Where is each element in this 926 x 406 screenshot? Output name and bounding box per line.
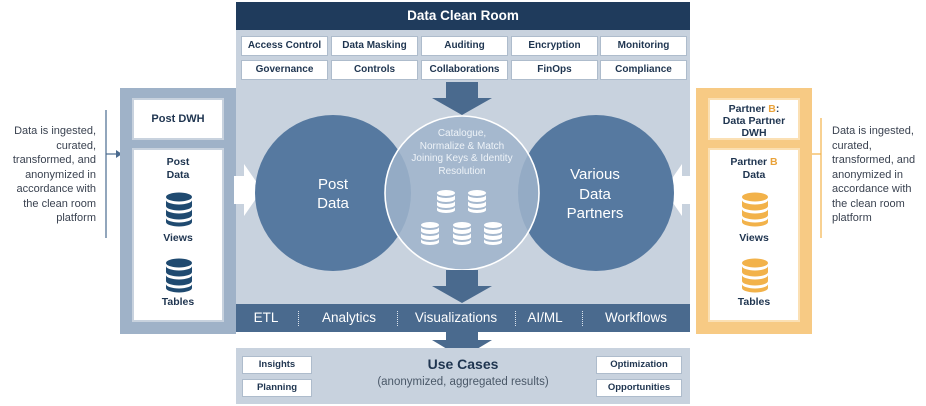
partner-title-accent: B: [768, 103, 776, 115]
post-data-label-1: Post: [166, 156, 190, 168]
note-line: anonymized in: [832, 168, 903, 181]
tool-separator: [515, 311, 516, 326]
partner-b-data-panel: Partner B Data Views Tables: [708, 148, 800, 322]
post-data-circle-label: Post Data: [283, 175, 383, 213]
note-line: anonymized in: [25, 168, 96, 181]
tag-governance: Governance: [241, 60, 328, 80]
partner-data-label-2: Data: [742, 169, 766, 181]
tool-separator: [582, 311, 583, 326]
post-dwh-title-prefix: Post: [151, 113, 179, 125]
note-line: the clean room: [832, 197, 905, 210]
database-icon: [437, 190, 455, 213]
partner-data-prefix: Partner: [730, 156, 771, 168]
tag-monitoring: Monitoring: [600, 36, 687, 56]
note-line: curated,: [56, 139, 96, 152]
partners-circle-label: Various Data Partners: [540, 165, 650, 224]
tag-controls: Controls: [331, 60, 418, 80]
use-case-optimization: Optimization: [596, 356, 682, 374]
circle-label-line: Data: [579, 185, 611, 203]
post-data-panel: Post Data Views Tables: [132, 148, 224, 322]
circle-label-line: Partners: [566, 205, 624, 222]
note-line: curated,: [832, 139, 872, 152]
tag-collaborations: Collaborations: [421, 60, 508, 80]
tool-ai-ml: AI/ML: [527, 310, 563, 325]
post-dwh-title-accent: DWH: [178, 113, 205, 125]
post-tables-label: Tables: [161, 296, 195, 308]
tag-data-masking: Data Masking: [331, 36, 418, 56]
note-line: transformed, and: [12, 154, 96, 166]
partner-b-dwh-box: Partner B: Data Partner DWH Partner B Da…: [696, 88, 812, 334]
database-icon: [166, 192, 192, 227]
partners-circle: [518, 115, 674, 271]
right-ingest-note: Data is ingested, curated, transformed, …: [832, 124, 926, 226]
database-icon: [166, 258, 192, 293]
partner-b-dwh-title: Partner B: Data Partner DWH: [708, 98, 800, 140]
post-dwh-title: Post DWH: [132, 98, 224, 140]
tool-separator: [298, 311, 299, 326]
note-line: accordance with: [832, 183, 912, 195]
circle-label-line: Data: [317, 195, 349, 212]
database-icon: [468, 190, 486, 213]
tool-analytics: Analytics: [321, 310, 377, 325]
tag-access-control: Access Control: [241, 36, 328, 56]
tool-visualizations: Visualizations: [414, 310, 498, 325]
database-icon: [421, 222, 439, 245]
database-icon: [742, 192, 768, 227]
tag-finops: FinOps: [511, 60, 598, 80]
left-arrow-icon: [664, 164, 692, 216]
partner-data-accent: B: [770, 156, 778, 168]
partner-title-line3: DWH: [741, 127, 767, 139]
tag-encryption: Encryption: [511, 36, 598, 56]
center-db-icons: [421, 190, 502, 245]
use-cases-title: Use Cases: [427, 356, 499, 372]
database-icon: [742, 258, 768, 293]
tool-etl: ETL: [253, 310, 279, 325]
use-cases-subtitle: (anonymized, aggregated results): [377, 376, 549, 388]
partner-tables-label: Tables: [737, 296, 771, 308]
use-case-planning: Planning: [242, 379, 312, 397]
post-data-label-2: Data: [166, 169, 190, 181]
use-case-insights: Insights: [242, 356, 312, 374]
circle-label-line: Post: [317, 176, 348, 193]
post-data-circle: [255, 115, 411, 271]
note-line: accordance with: [16, 183, 97, 195]
partner-data-label-1: Partner B: [710, 156, 798, 168]
partner-views-label: Views: [739, 232, 769, 244]
note-line: the clean room: [23, 197, 96, 210]
left-ingest-note: Data is ingested, curated, transformed, …: [0, 124, 96, 226]
circle-label-line: Resolution: [438, 165, 486, 177]
use-case-opportunities: Opportunities: [596, 379, 682, 397]
note-line: Data is ingested,: [14, 125, 96, 137]
post-views-label: Views: [163, 232, 193, 244]
partner-title-prefix: Partner: [728, 103, 769, 115]
use-cases-panel: Insights Planning Use Cases (anonymized,…: [236, 348, 690, 404]
circle-label-line: Various: [570, 166, 620, 183]
circle-label-line: Normalize & Match: [419, 140, 505, 152]
circle-label-line: Catalogue,: [437, 128, 487, 139]
tool-separator: [397, 311, 398, 326]
down-arrow-icon: [432, 82, 492, 115]
note-line: platform: [832, 212, 872, 224]
note-line: Data is ingested,: [832, 125, 914, 137]
circle-label-line: Joining Keys & Identity: [411, 153, 513, 164]
partner-title-suffix: :: [775, 103, 780, 115]
database-icon: [484, 222, 502, 245]
right-arrow-icon: [234, 164, 262, 216]
page-title: Data Clean Room: [236, 2, 690, 30]
partner-title-line2: Data Partner: [722, 115, 786, 127]
down-arrow-icon: [432, 332, 492, 358]
left-bracket-arrowhead: [116, 150, 122, 158]
down-arrow-icon: [432, 270, 492, 303]
tag-compliance: Compliance: [600, 60, 687, 80]
tools-bar: ETL Analytics Visualizations AI/ML Workf…: [236, 304, 690, 332]
database-icon: [453, 222, 471, 245]
matching-circle-label: Catalogue, Normalize & Match Joining Key…: [397, 128, 527, 178]
tool-workflows: Workflows: [604, 310, 667, 325]
post-dwh-box: Post DWH Post Data Views Tables: [120, 88, 236, 334]
note-line: transformed, and: [832, 154, 916, 166]
note-line: platform: [56, 212, 96, 224]
tag-auditing: Auditing: [421, 36, 508, 56]
